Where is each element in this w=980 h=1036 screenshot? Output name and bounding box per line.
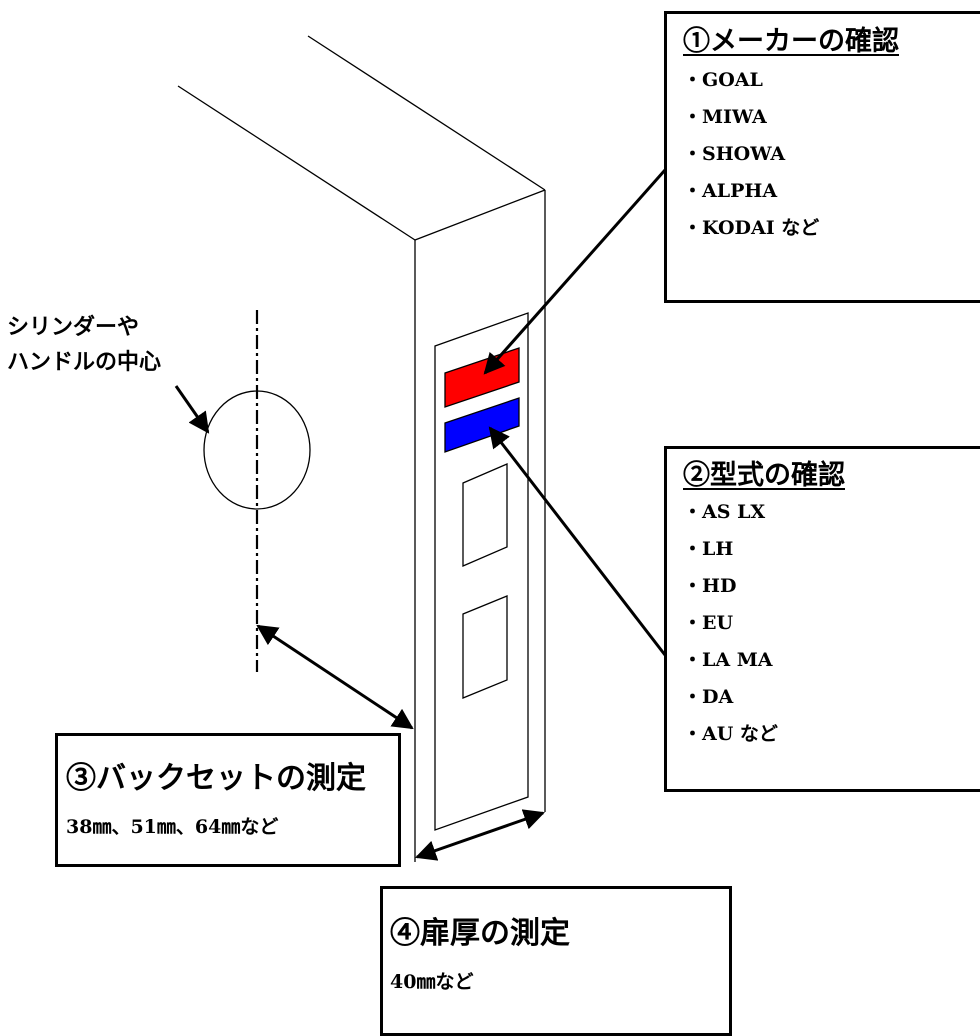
maker-item: ・MIWA <box>683 106 767 128</box>
maker-check-title: ①メーカーの確認 <box>683 26 899 57</box>
model-item: ・LA MA <box>683 649 773 671</box>
backset-measure-box: ③バックセットの測定 38㎜、51㎜、64㎜など <box>55 733 401 867</box>
model-list: ・AS LX ・LH ・HD ・EU ・LA MA ・DA ・AU など <box>683 494 980 753</box>
door-thickness-title: ④扉厚の測定 <box>390 916 570 951</box>
maker-check-box: ①メーカーの確認 ・GOAL ・MIWA ・SHOWA ・ALPHA ・KODA… <box>664 11 980 303</box>
thickness-arrow <box>415 809 545 861</box>
door-top-edge-front <box>177 85 416 241</box>
door-diagram <box>174 35 667 862</box>
cylinder-center-label-line2: ハンドルの中心 <box>7 349 162 375</box>
label-to-circle-arrow <box>174 385 210 434</box>
model-check-title: ②型式の確認 <box>683 460 845 491</box>
latch-opening <box>462 463 508 567</box>
backset-measure-title: ③バックセットの測定 <box>66 761 366 796</box>
model-arrow <box>488 426 667 656</box>
maker-list: ・GOAL ・MIWA ・SHOWA ・ALPHA ・KODAI など <box>683 62 980 247</box>
door-top-edge-back <box>307 35 546 191</box>
model-plate <box>444 397 520 453</box>
maker-plate <box>444 347 520 408</box>
faceplate-outline <box>434 312 529 831</box>
model-item: ・DA <box>683 686 734 708</box>
lock-faceplate <box>434 312 529 831</box>
arrows <box>174 169 667 861</box>
door-top-right-edge <box>414 189 546 241</box>
door-thickness-box: ④扉厚の測定 40㎜など <box>380 886 732 1036</box>
maker-item: ・GOAL <box>683 69 763 91</box>
cylinder-center-label-line1: シリンダーや <box>7 314 140 340</box>
maker-item: ・KODAI など <box>683 217 820 239</box>
model-item: ・AS LX <box>683 501 766 523</box>
model-item: ・HD <box>683 575 737 597</box>
maker-item: ・ALPHA <box>683 180 778 202</box>
door-thickness-values: 40㎜など <box>390 971 474 993</box>
deadbolt-opening <box>462 595 508 699</box>
model-item: ・LH <box>683 538 734 560</box>
model-check-box: ②型式の確認 ・AS LX ・LH ・HD ・EU ・LA MA ・DA ・AU… <box>664 446 980 792</box>
cylinder-center-label: シリンダーや ハンドルの中心 <box>7 310 161 380</box>
backset-measure-values: 38㎜、51㎜、64㎜など <box>66 816 279 838</box>
model-item: ・AU など <box>683 723 778 745</box>
model-item: ・EU <box>683 612 734 634</box>
backset-arrow <box>256 624 414 730</box>
maker-arrow <box>483 169 667 375</box>
cylinder-center-mark <box>203 310 311 672</box>
maker-item: ・SHOWA <box>683 143 786 165</box>
